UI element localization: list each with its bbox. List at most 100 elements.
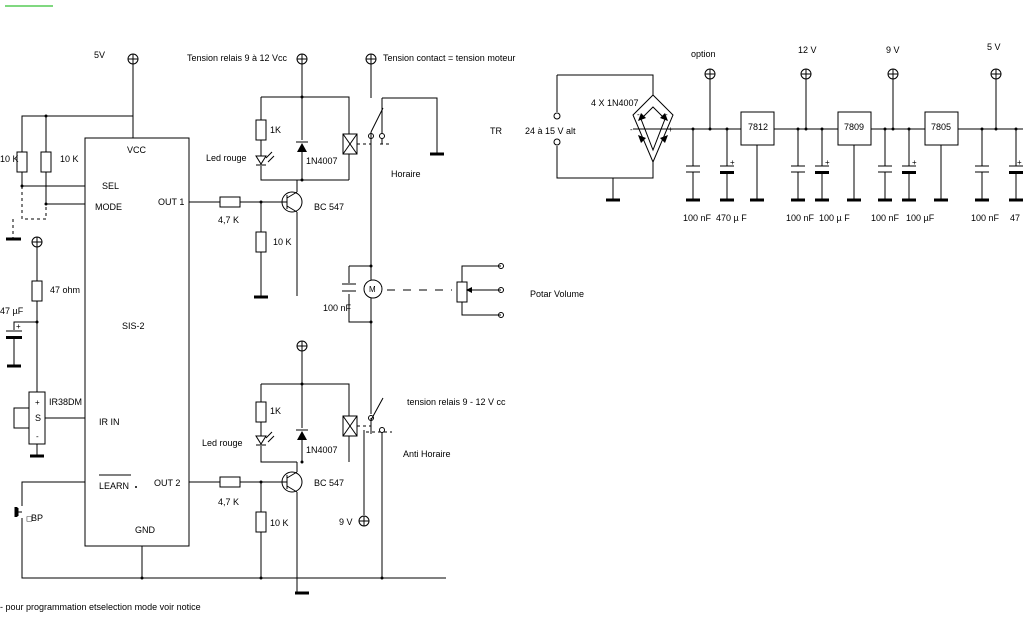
pin-mode: MODE [95, 202, 122, 212]
resistor-10k-bottom [255, 511, 267, 533]
transistor-bc547-bottom [281, 471, 303, 493]
label-potar: Potar Volume [530, 289, 584, 299]
label-r-47ohm: 47 ohm [50, 285, 80, 295]
label-c-motor: 100 nF [323, 303, 352, 313]
label-led-top: Led rouge [206, 153, 247, 163]
terminal-9v-right [887, 68, 899, 80]
resistor-10k-top [255, 231, 267, 253]
label-cap-100uf-1: 100 µ F [819, 213, 850, 223]
led-top [255, 151, 275, 166]
label-cap-100nf-2: 100 nF [786, 213, 815, 223]
terminal-5v [127, 53, 139, 65]
label-bp-symbol: ◻ [26, 514, 33, 523]
resistor-4k7-bottom [219, 476, 241, 488]
label-bridge: 4 X 1N4007 [591, 98, 639, 108]
label-7809: 7809 [844, 122, 864, 132]
label-r-1k-bottom: 1K [270, 406, 281, 416]
terminal-ir-supply [31, 236, 43, 248]
label-r-base-bottom: 4,7 K [218, 497, 239, 507]
relay-coil-top [342, 133, 358, 155]
label-transistor-top: BC 547 [314, 202, 344, 212]
label-transformer: TR [490, 126, 502, 136]
terminal-12v [800, 68, 812, 80]
terminal-relay-top [296, 53, 308, 65]
label-horaire: Horaire [391, 169, 421, 179]
ic-sis2 [84, 137, 190, 547]
label-7805: 7805 [931, 122, 951, 132]
terminal-9v [358, 515, 370, 527]
bridge-rectifier: - + - - [630, 94, 674, 163]
label-cap-470uf: 470 µ F [716, 213, 747, 223]
motor: M [363, 279, 383, 299]
terminal-option [704, 68, 716, 80]
label-relay-voltage-top: Tension relais 9 à 12 Vcc [187, 53, 288, 63]
pin-irin: IR IN [99, 417, 120, 427]
label-bp: BP [31, 513, 43, 523]
label-r-10k-bottom: 10 K [270, 518, 289, 528]
pin-out2: OUT 2 [154, 478, 180, 488]
ir-pin-minus: - [36, 432, 39, 441]
label-7812: 7812 [748, 122, 768, 132]
label-option: option [691, 49, 716, 59]
label-cap-100nf-1: 100 nF [683, 213, 712, 223]
label-ir38dm: IR38DM [49, 397, 82, 407]
pin-vcc: VCC [127, 145, 147, 155]
label-9v: 9 V [339, 517, 353, 527]
pin-out1: OUT 1 [158, 197, 184, 207]
label-relay-voltage-bottom: tension relais 9 - 12 V cc [407, 397, 506, 407]
svg-text:+: + [1017, 158, 1022, 167]
pin-sel: SEL [102, 181, 119, 191]
label-cap-100nf-3: 100 nF [871, 213, 900, 223]
regulator-7809 [837, 111, 872, 146]
ic-name: SIS-2 [122, 321, 145, 331]
label-diode-bottom: 1N4007 [306, 445, 338, 455]
regulator-7812 [740, 111, 775, 146]
label-r-mode: 10 K [60, 154, 79, 164]
transistor-bc547-top [281, 191, 303, 213]
label-contact-voltage: Tension contact = tension moteur [383, 53, 515, 63]
relay-coil-bottom [342, 415, 358, 437]
diode-top [296, 141, 308, 152]
label-5v-right: 5 V [987, 42, 1001, 52]
svg-text:+: + [825, 158, 830, 167]
footnote: - pour programmation etselection mode vo… [0, 602, 201, 612]
label-led-bottom: Led rouge [202, 438, 243, 448]
ir-pin-s: S [35, 413, 41, 423]
label-cap-47-right: 47 [1010, 213, 1020, 223]
potentiometer [456, 281, 468, 303]
resistor-1k-bottom [255, 401, 267, 423]
label-r-sel: 10 K [0, 154, 19, 164]
regulator-7805 [924, 111, 959, 146]
label-ac-input: 24 à 15 V alt [525, 126, 576, 136]
terminal-contact [365, 53, 377, 65]
resistor-10k-mode [40, 151, 52, 173]
ir-pin-plus: + [35, 398, 40, 407]
label-12v: 12 V [798, 45, 817, 55]
svg-text:+: + [16, 322, 21, 331]
svg-text:-: - [637, 110, 640, 119]
terminal-relay-bottom [296, 340, 308, 352]
label-r-1k-top: 1K [270, 125, 281, 135]
label-cap-100nf-4: 100 nF [971, 213, 1000, 223]
label-diode-top: 1N4007 [306, 156, 338, 166]
svg-text:+: + [730, 158, 735, 167]
svg-text:-: - [630, 125, 633, 134]
svg-text:+: + [668, 125, 673, 134]
pin-gnd: GND [135, 525, 156, 535]
motor-label: M [369, 285, 376, 294]
label-5v: 5V [94, 50, 105, 60]
svg-text:-: - [665, 110, 668, 119]
pin-learn: LEARN [99, 481, 129, 491]
label-c-47uf: 47 µF [0, 306, 24, 316]
label-9v-right: 9 V [886, 45, 900, 55]
resistor-4k7-top [219, 196, 241, 208]
label-anti-horaire: Anti Horaire [403, 449, 451, 459]
label-r-base-top: 4,7 K [218, 215, 239, 225]
svg-text:+: + [912, 158, 917, 167]
label-r-10k-top: 10 K [273, 237, 292, 247]
label-cap-100uf-2: 100 µF [906, 213, 935, 223]
resistor-47ohm [31, 280, 43, 302]
diode-bottom [296, 429, 308, 440]
resistor-1k-top [255, 119, 267, 141]
